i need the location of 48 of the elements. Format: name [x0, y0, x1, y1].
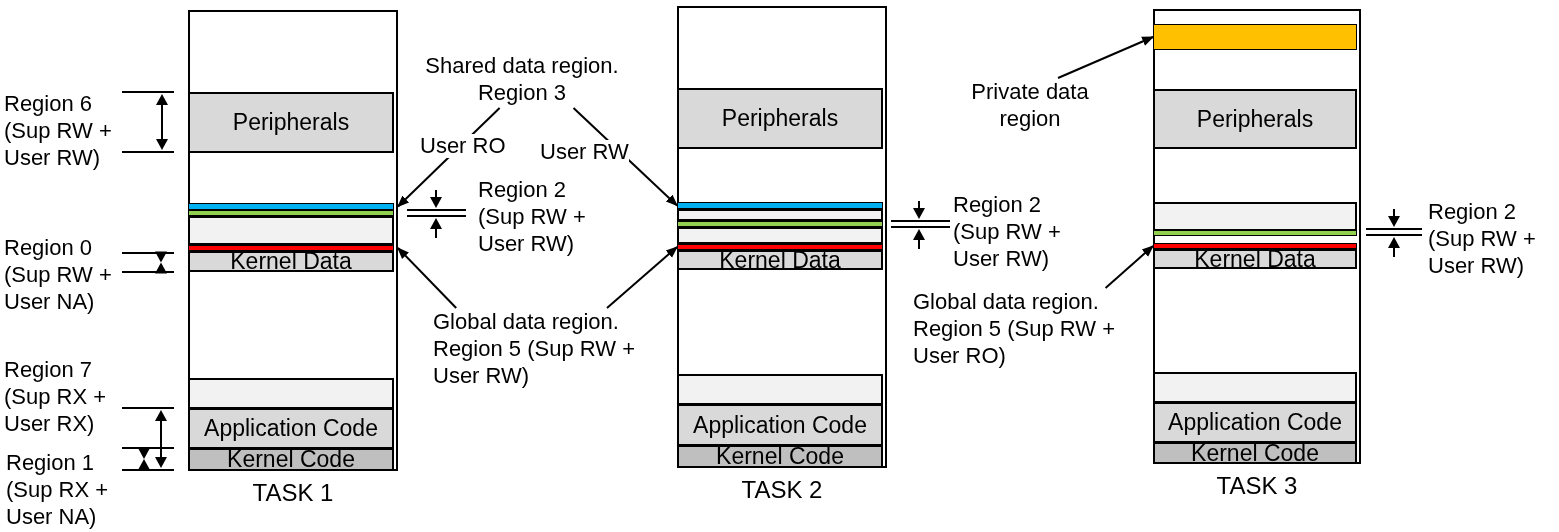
memory-band	[1153, 202, 1357, 231]
color-bar	[677, 202, 883, 209]
annotation-text: Shared data region. Region 3	[410, 52, 634, 108]
memory-region-band: Application Code	[1153, 402, 1357, 443]
memory-region-band: Kernel Data	[1153, 249, 1357, 269]
annotation-text: Global data region. Region 5 (Sup RW + User RO)	[913, 288, 1145, 372]
task-label: TASK 2	[740, 476, 824, 504]
memory-region-band: Peripherals	[677, 88, 883, 149]
region-label: Region 2 (Sup RW + User RW)	[478, 176, 587, 257]
region-label: Region 0 (Sup RW + User NA)	[4, 234, 113, 315]
arrow	[1057, 36, 1155, 79]
region-label: Region 6 (Sup RW + User RW)	[4, 90, 113, 171]
memory-region-band: Peripherals	[1153, 89, 1357, 149]
color-bar	[677, 244, 883, 250]
memory-band	[188, 216, 394, 245]
region-label: Region 7 (Sup RX + User RX)	[4, 356, 108, 437]
color-bar	[1153, 243, 1357, 249]
arrow	[397, 247, 458, 309]
color-bar	[1153, 24, 1357, 50]
arrow	[606, 246, 678, 309]
memory-region-band: Peripherals	[188, 92, 394, 153]
task-label: TASK 1	[251, 479, 335, 507]
memory-region-band: Application Code	[188, 408, 394, 449]
memory-region-band: Kernel Code	[1153, 442, 1357, 464]
color-bar	[1153, 230, 1357, 236]
memory-region-band: Kernel Data	[188, 251, 394, 272]
memory-band	[1153, 372, 1357, 403]
edge-label: User RO	[420, 134, 506, 158]
task-label: TASK 3	[1215, 472, 1299, 500]
memory-band	[677, 374, 883, 405]
color-bar	[188, 245, 394, 251]
memory-region-band: Kernel Code	[677, 445, 883, 468]
memory-band	[188, 378, 394, 409]
memory-region-band: Application Code	[677, 404, 883, 446]
color-bar	[677, 221, 883, 227]
memory-region-band: Kernel Code	[188, 448, 394, 471]
memory-band	[677, 227, 883, 244]
region-label: Region 2 (Sup RW + User RW)	[953, 191, 1062, 272]
memory-band	[677, 209, 883, 221]
annotation-text: Private data region	[960, 78, 1100, 134]
color-bar	[188, 203, 394, 210]
edge-label: User RW	[540, 140, 629, 164]
arrow	[1104, 245, 1154, 289]
region-label: Region 1 (Sup RX + User NA)	[6, 449, 110, 530]
color-bar	[188, 210, 394, 216]
memory-region-band: Kernel Data	[677, 250, 883, 270]
annotation-text: Global data region. Region 5 (Sup RW + User RW)	[433, 308, 665, 392]
region-label: Region 2 (Sup RW + User RW)	[1428, 198, 1537, 279]
